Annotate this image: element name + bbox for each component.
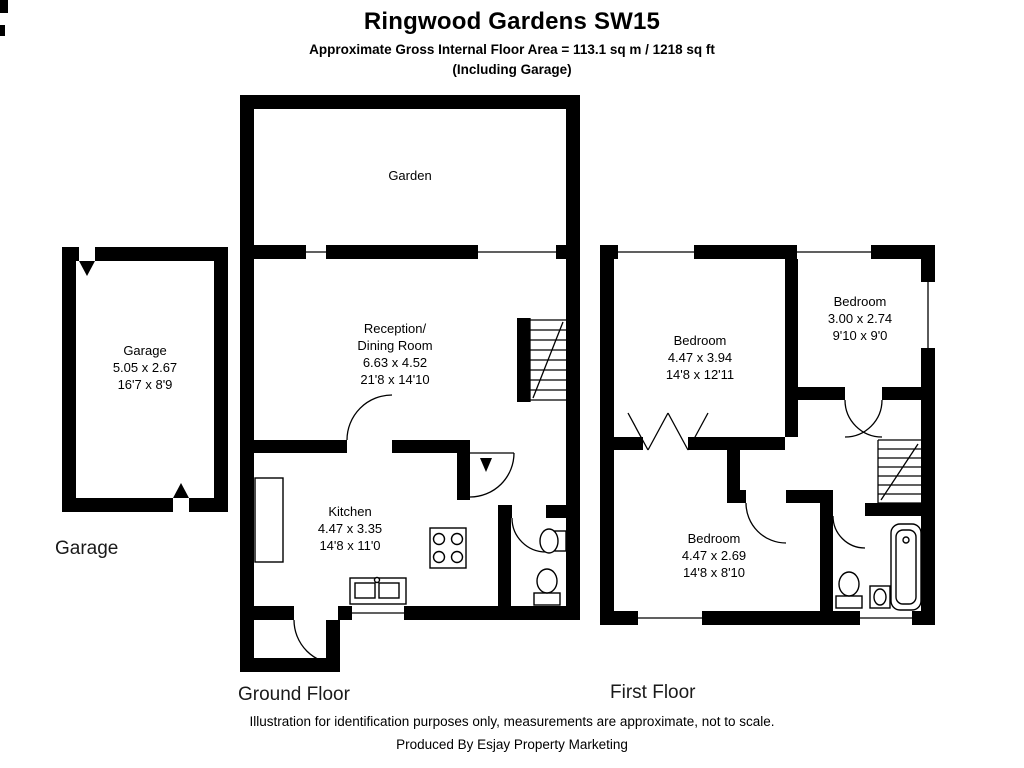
burner-icon xyxy=(432,532,446,546)
door-swing-triangle xyxy=(173,483,189,498)
garden-walls xyxy=(240,95,580,259)
kitchen-sink-icon xyxy=(354,582,376,599)
kitchen-fixtures xyxy=(254,477,467,605)
door-arc xyxy=(511,517,547,553)
door-arc xyxy=(832,515,866,549)
toilet-icon xyxy=(835,595,863,609)
garage-floor-label: Garage xyxy=(55,538,119,559)
door-arc xyxy=(745,502,787,544)
wc-room xyxy=(498,505,580,606)
faucet-icon xyxy=(373,576,381,584)
burner-icon xyxy=(450,532,464,546)
credit-text: Produced By Esjay Property Marketing xyxy=(396,737,628,752)
drain-icon xyxy=(902,536,910,544)
bathroom-fixtures xyxy=(835,523,922,611)
sink-icon xyxy=(873,588,887,606)
page-title: Ringwood Gardens SW15 xyxy=(363,8,661,35)
garage-room-label: Garage 5.05 x 2.67 16'7 x 8'9 xyxy=(112,343,178,392)
staircase-first xyxy=(877,439,921,504)
garage-plan xyxy=(62,247,228,512)
bedroom3-label: Bedroom 4.47 x 2.69 14'8 x 8'10 xyxy=(681,531,747,580)
entrance-vestibule xyxy=(240,619,340,672)
bedroom1-label: Bedroom 4.47 x 3.94 14'8 x 12'11 xyxy=(665,333,735,382)
bath-icon xyxy=(895,529,917,605)
scan-artifact xyxy=(0,0,8,36)
door-swing-triangle xyxy=(480,458,492,472)
toilet-icon xyxy=(838,571,860,597)
including-garage-line: (Including Garage) xyxy=(452,62,572,77)
door-arc xyxy=(844,399,883,438)
first-floor-plan xyxy=(600,245,935,625)
toilet-icon xyxy=(533,592,561,606)
door-arc xyxy=(293,619,339,665)
door-leaves xyxy=(627,412,709,451)
toilet-icon xyxy=(536,568,558,594)
door-arc xyxy=(844,399,883,438)
door-arc xyxy=(346,394,393,441)
kitchen-label: Kitchen 4.47 x 3.35 14'8 x 11'0 xyxy=(317,504,383,553)
door-swing-triangle xyxy=(79,261,95,276)
ground-floor-label: Ground Floor xyxy=(238,684,350,705)
counter xyxy=(254,477,284,563)
floor-area-line: Approximate Gross Internal Floor Area = … xyxy=(309,42,715,57)
staircase-ground xyxy=(517,318,566,402)
door-arc xyxy=(469,452,515,498)
burner-icon xyxy=(432,550,446,564)
kitchen-sink-icon xyxy=(378,582,400,599)
burner-icon xyxy=(450,550,464,564)
bedroom2-label: Bedroom 3.00 x 2.74 9'10 x 9'0 xyxy=(827,294,893,343)
disclaimer-text: Illustration for identification purposes… xyxy=(249,714,775,729)
reception-label: Reception/ Dining Room 6.63 x 4.52 21'8 … xyxy=(357,321,433,387)
sink-icon xyxy=(539,528,559,554)
first-floor-label: First Floor xyxy=(610,682,696,703)
ground-floor-plan xyxy=(240,95,580,672)
garden-label: Garden xyxy=(388,168,432,183)
